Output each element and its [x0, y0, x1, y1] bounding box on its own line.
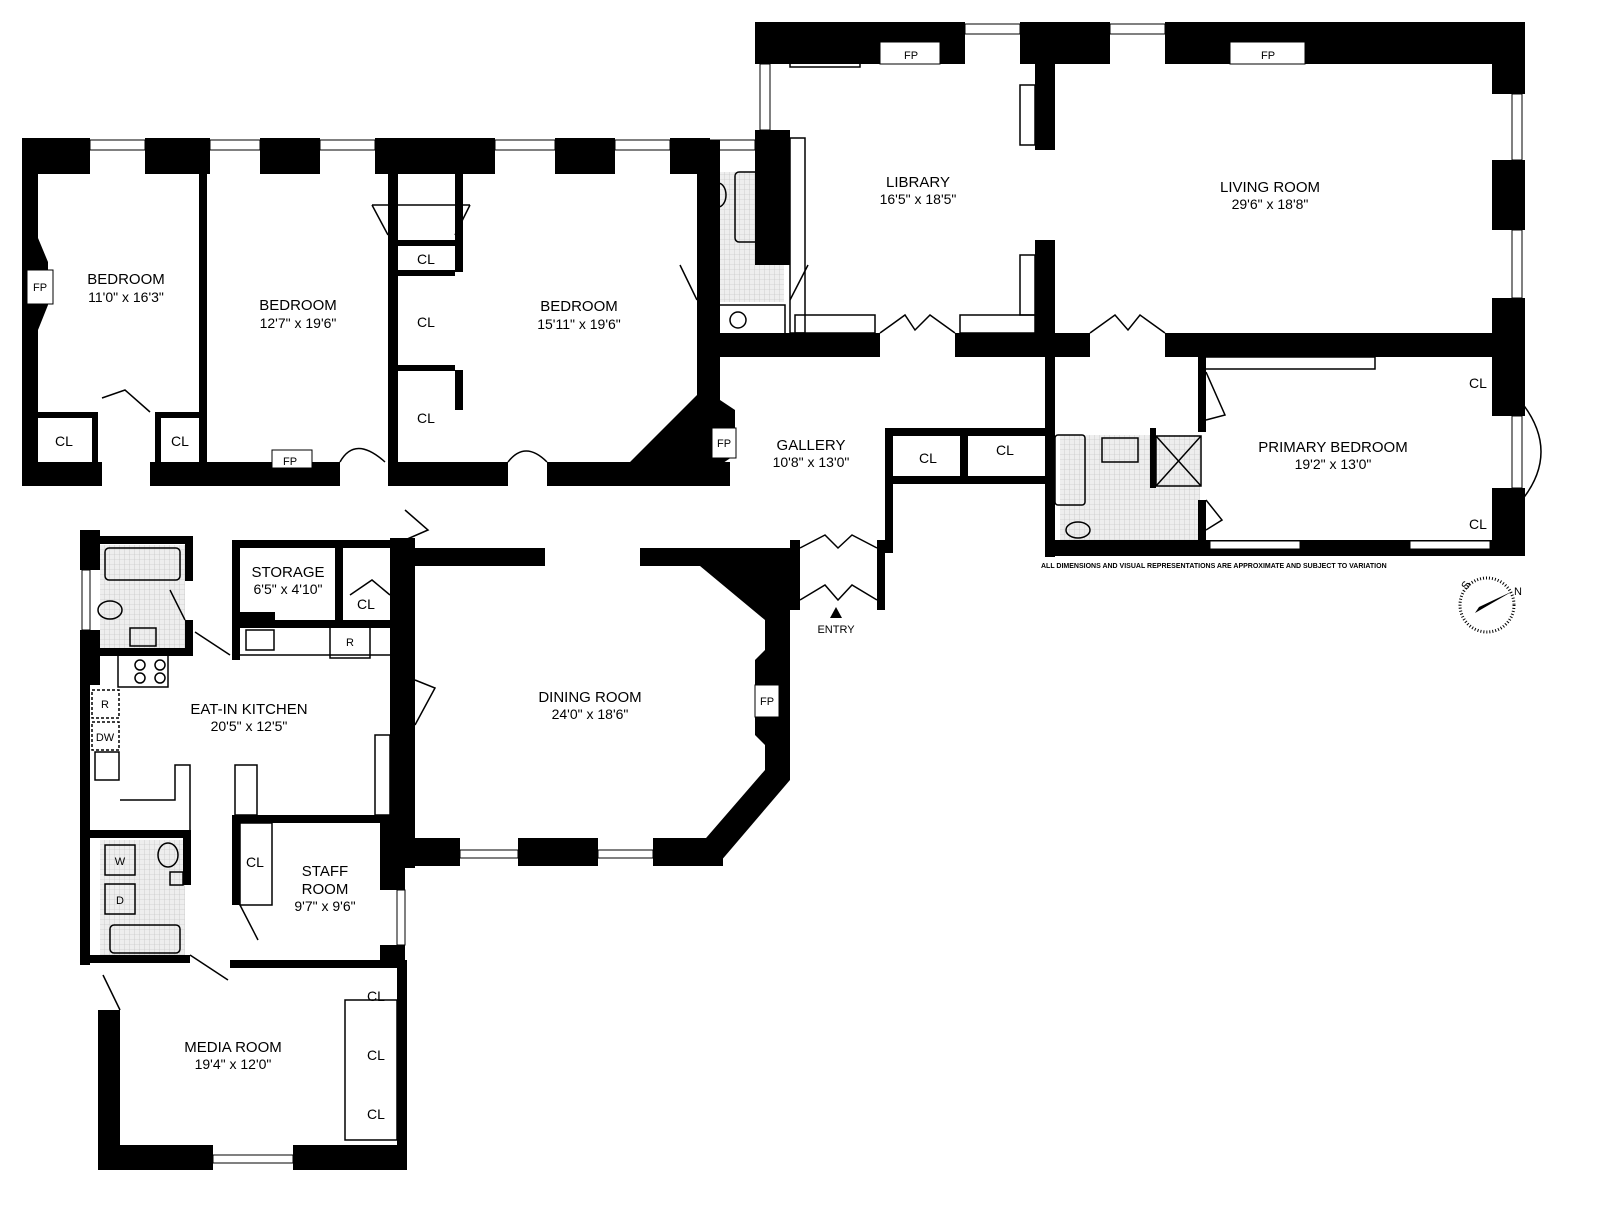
room-name-media-room: MEDIA ROOM — [184, 1039, 282, 1056]
room-dims-bedroom: 12'7" x 19'6" — [260, 315, 337, 331]
room-labels: BEDROOM 11'0" x 16'3" BEDROOM 12'7" x 19… — [87, 174, 1408, 1072]
closet-label: CL — [55, 433, 73, 449]
closet-label: CL — [1403, 344, 1421, 360]
room-dims-staff-room: 9'7" x 9'6" — [294, 898, 355, 914]
refrigerator-label: R — [346, 637, 354, 649]
closet-label: CL — [1469, 375, 1487, 391]
closet-label: CL — [417, 314, 435, 330]
room-dims-storage: 6'5" x 4'10" — [254, 581, 323, 597]
closet-label: CL — [357, 596, 375, 612]
entry-marker: ENTRY — [817, 607, 855, 636]
compass-north-label: N — [1514, 586, 1522, 598]
fireplace-label: FP — [283, 456, 297, 468]
room-name-dining-room: DINING ROOM — [538, 689, 641, 706]
room-name-bedroom: BEDROOM — [87, 271, 165, 288]
fireplace-label: FP — [717, 438, 731, 450]
fireplace-label: FP — [904, 50, 918, 62]
closet-label: CL — [1469, 516, 1487, 532]
closet-label: CL — [919, 450, 937, 466]
closet-label: CL — [367, 1106, 385, 1122]
fixture-labels: FP FP FP FP FP FP R R DW W D — [26, 41, 1306, 915]
washer-label: W — [115, 856, 126, 868]
room-dims-primary-bedroom: 19'2" x 13'0" — [1295, 456, 1372, 472]
compass-icon: S N — [1458, 576, 1522, 634]
room-dims-gallery: 10'8" x 13'0" — [773, 454, 850, 470]
refrigerator-label: R — [101, 699, 109, 711]
room-name-staff-room-2: ROOM — [302, 881, 349, 898]
dryer-label: D — [116, 895, 124, 907]
fireplace-label: FP — [33, 282, 47, 294]
closet-label: CL — [417, 410, 435, 426]
disclaimer: ALL DIMENSIONS AND VISUAL REPRESENTATION… — [1041, 563, 1387, 570]
room-dims-dining-room: 24'0" x 18'6" — [552, 706, 629, 722]
closet-label: CL — [246, 854, 264, 870]
closet-label: CL — [171, 433, 189, 449]
room-name-bedroom: BEDROOM — [540, 298, 618, 315]
fixtures — [94, 54, 1376, 1141]
dishwasher-label: DW — [96, 732, 115, 744]
room-name-storage: STORAGE — [251, 564, 324, 581]
closet-label: CL — [367, 1047, 385, 1063]
room-dims-bedroom: 15'11" x 19'6" — [537, 316, 621, 332]
room-name-kitchen: EAT-IN KITCHEN — [190, 701, 307, 718]
entry-arrow-icon — [830, 607, 842, 618]
room-dims-media-room: 19'4" x 12'0" — [195, 1056, 272, 1072]
room-dims-kitchen: 20'5" x 12'5" — [211, 718, 288, 734]
room-name-gallery: GALLERY — [777, 437, 846, 454]
closet-label: CL — [743, 574, 761, 590]
room-name-bedroom: BEDROOM — [259, 297, 337, 314]
room-dims-library: 16'5" x 18'5" — [880, 191, 957, 207]
compass-south-label: S — [1459, 579, 1473, 591]
room-dims-bedroom: 11'0" x 16'3" — [88, 289, 164, 305]
closet-label: CL — [367, 988, 385, 1004]
room-name-living-room: LIVING ROOM — [1220, 179, 1320, 196]
walls — [22, 22, 1542, 1170]
fireplace-label: FP — [1261, 50, 1275, 62]
doors — [101, 204, 1227, 1011]
entry-label: ENTRY — [817, 624, 855, 636]
closet-label: CL — [417, 251, 435, 267]
fireplace-label: FP — [760, 696, 774, 708]
closet-labels: CL CL CL CL CL CL CL CL CL CL CL CL CL C… — [55, 251, 1487, 1122]
closet-label: CL — [996, 442, 1014, 458]
room-dims-living-room: 29'6" x 18'8" — [1232, 196, 1309, 212]
room-name-staff-room: STAFF — [302, 863, 348, 880]
room-name-library: LIBRARY — [886, 174, 950, 191]
room-name-primary-bedroom: PRIMARY BEDROOM — [1258, 439, 1407, 456]
